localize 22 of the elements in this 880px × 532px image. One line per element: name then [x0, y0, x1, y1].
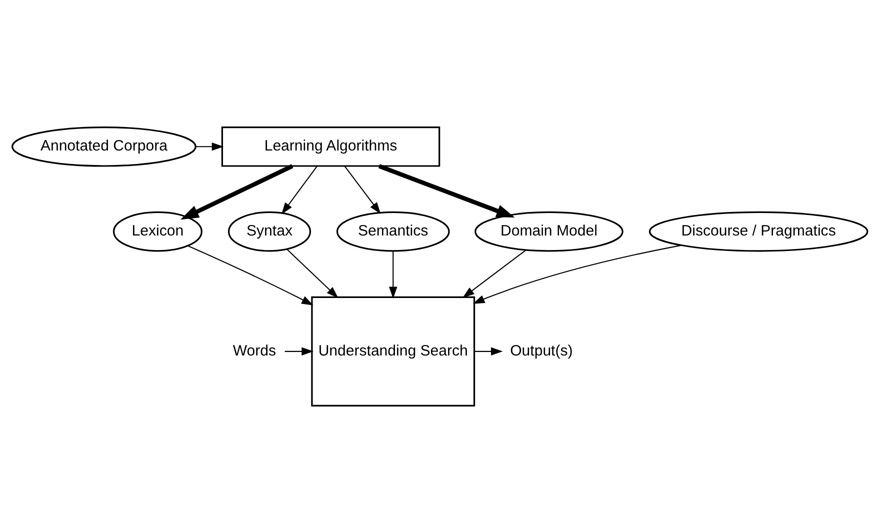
- arrow: [474, 346, 503, 356]
- arrow: [284, 346, 314, 356]
- arrow: [462, 249, 526, 298]
- node-ellipse: Syntax: [228, 210, 312, 252]
- node-ellipse: Lexicon: [112, 210, 202, 252]
- node-ellipse: Annotated Corpora: [11, 126, 196, 166]
- node-ellipse: Semantics: [336, 210, 450, 252]
- arrow: [344, 165, 381, 214]
- arrow: [196, 142, 224, 150]
- arrow: [281, 165, 318, 214]
- node-ellipse: Discourse / Pragmatics: [648, 210, 868, 252]
- arrow: [378, 164, 515, 218]
- arrow: [388, 250, 398, 298]
- node-text: Words: [232, 342, 276, 359]
- node-ellipse: Domain Model: [474, 210, 624, 252]
- arrow: [286, 248, 338, 298]
- node-box: Understanding Search: [311, 296, 476, 406]
- arrow: [180, 164, 294, 220]
- node-text: Output(s): [510, 342, 573, 359]
- arrow: [472, 244, 682, 304]
- arrow: [188, 244, 314, 305]
- node-box: Learning Algorithms: [221, 126, 440, 166]
